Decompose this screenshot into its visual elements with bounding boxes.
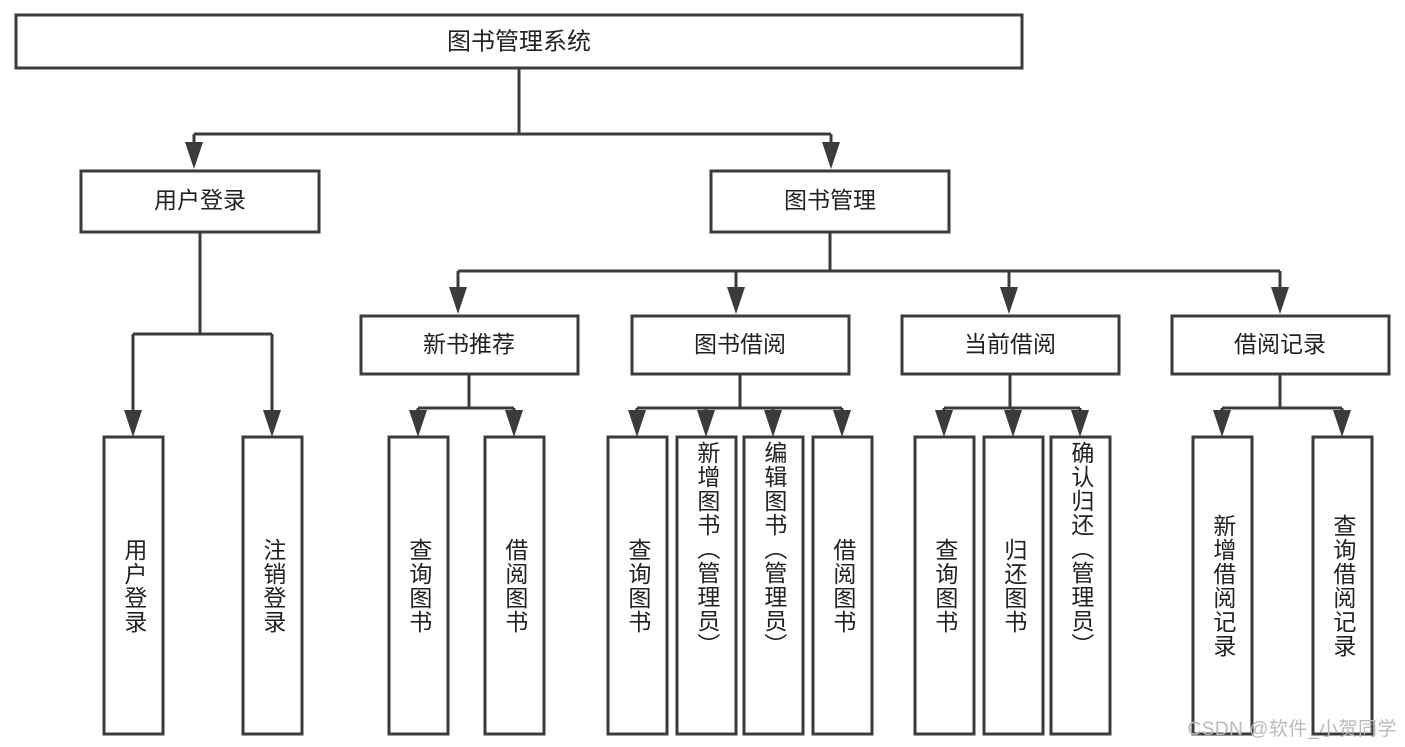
node-book-borrow-label: 图书借阅 [694, 331, 786, 357]
arrow-head-icon [1333, 410, 1351, 437]
node-current-borrow[interactable]: 当前借阅 [900, 314, 1121, 376]
leaf-box-borrow-book[interactable] [811, 435, 874, 736]
leaf-box-query-book-current[interactable] [913, 435, 976, 736]
arrow-head-icon [833, 410, 851, 437]
arrow-head-icon [628, 410, 646, 437]
connector-root-to-level2 [185, 68, 840, 169]
leaf-box-query-book-recommend[interactable] [387, 435, 450, 736]
node-root-label: 图书管理系统 [447, 28, 591, 55]
arrow-head-icon [822, 142, 840, 169]
arrow-head-icon [449, 287, 467, 314]
node-root-box [14, 13, 1024, 70]
node-borrow-records-label: 借阅记录 [1234, 331, 1326, 357]
connector-new-book-recommend-to-leaves [409, 374, 523, 437]
arrow-head-icon [727, 287, 745, 314]
connector-book-management-to-level3 [449, 232, 1289, 314]
leaf-box-confirm-return-admin[interactable] [1049, 435, 1112, 736]
leaf-box-user-login[interactable] [102, 435, 165, 736]
leaf-box-borrow-book-recommend[interactable] [483, 435, 546, 736]
arrow-head-icon [505, 410, 523, 437]
leaf-box-add-borrow-record[interactable] [1191, 435, 1254, 736]
node-current-borrow-box [900, 314, 1121, 376]
connector-current-borrow-to-leaves [935, 374, 1089, 437]
node-new-book-recommend-box [359, 314, 580, 376]
node-user-login[interactable]: 用户登录 [79, 169, 321, 234]
arrow-head-icon [1271, 287, 1289, 314]
leaf-box-logout[interactable] [241, 435, 304, 736]
node-borrow-records[interactable]: 借阅记录 [1170, 314, 1391, 376]
arrow-head-icon [697, 410, 715, 437]
arrow-head-icon [1000, 287, 1018, 314]
node-book-management[interactable]: 图书管理 [709, 169, 951, 234]
node-new-book-recommend[interactable]: 新书推荐 [359, 314, 580, 376]
arrow-head-icon [1213, 410, 1231, 437]
connector-borrow-records-to-leaves [1213, 374, 1351, 437]
node-new-book-recommend-label: 新书推荐 [423, 331, 515, 357]
arrow-head-icon [185, 142, 203, 169]
leaf-box-add-book-admin[interactable] [675, 435, 738, 736]
node-user-login-label: 用户登录 [154, 187, 246, 213]
node-user-login-box [79, 169, 321, 234]
leaf-box-return-book[interactable] [982, 435, 1045, 736]
arrow-head-icon [409, 410, 427, 437]
arrow-head-icon [124, 410, 142, 437]
node-book-borrow[interactable]: 图书借阅 [630, 314, 851, 376]
leaf-box-query-borrow-record[interactable] [1311, 435, 1374, 736]
arrow-head-icon [1004, 410, 1022, 437]
arrow-head-icon [935, 410, 953, 437]
connector-user-login-to-leaves [124, 232, 281, 437]
node-book-management-label: 图书管理 [784, 187, 876, 213]
arrow-head-icon [1071, 410, 1089, 437]
arrow-head-icon [263, 410, 281, 437]
arrow-head-icon [764, 410, 782, 437]
csdn-watermark: CSDN @软件_小贺同学 [1187, 719, 1397, 740]
leaf-box-query-book-borrow[interactable] [606, 435, 669, 736]
leaf-box-edit-book-admin[interactable] [742, 435, 805, 736]
connector-book-borrow-to-leaves [628, 374, 851, 437]
node-root[interactable]: 图书管理系统 [14, 13, 1024, 70]
node-current-borrow-label: 当前借阅 [964, 331, 1056, 357]
